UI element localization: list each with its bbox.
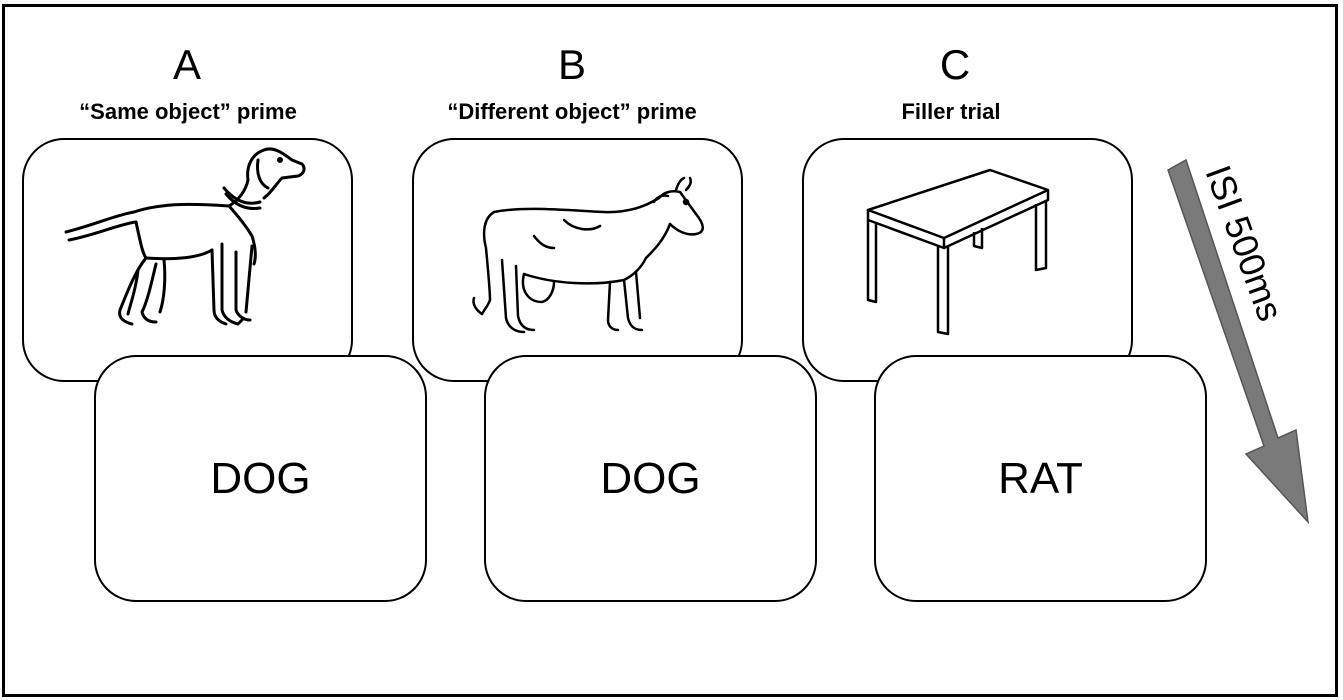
word-card-b: DOG	[484, 355, 817, 602]
panel-letter-c: C	[939, 41, 971, 88]
arrow-icon	[1167, 158, 1310, 525]
picture-card-c	[802, 138, 1133, 382]
panel-letter-a: A	[172, 41, 201, 88]
word-card-a: DOG	[94, 355, 427, 602]
picture-card-b	[412, 138, 743, 382]
dog-drawing	[64, 147, 306, 326]
cow-drawing	[472, 176, 704, 334]
panel-title-c: Filler trial	[901, 99, 1001, 124]
table-drawing	[866, 168, 1050, 336]
figure-frame	[2, 4, 1338, 697]
panel-letter-b: B	[557, 41, 586, 88]
picture-card-a	[22, 138, 353, 382]
word-card-c: RAT	[874, 355, 1207, 602]
panel-title-a: “Same object” prime	[79, 99, 297, 124]
panel-title-b: “Different object” prime	[447, 99, 697, 124]
